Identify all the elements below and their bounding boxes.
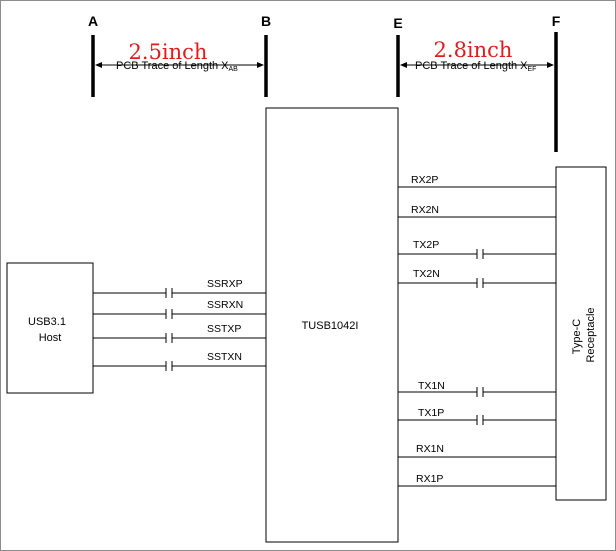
signal-label-rx2n: RX2N bbox=[411, 204, 439, 216]
trace-ab-caption: PCB Trace of Length XAB bbox=[116, 60, 238, 73]
signal-label-rx1p: RX1P bbox=[416, 473, 443, 485]
connector-signal-tx2n: TX2N bbox=[398, 268, 556, 288]
signal-label-sstxn: SSTXN bbox=[207, 351, 242, 363]
redriver-label: TUSB1042I bbox=[302, 320, 359, 332]
connector-signal-tx1n: TX1N bbox=[398, 380, 556, 397]
signal-label-rx2p: RX2P bbox=[411, 174, 438, 186]
host-signal-sstxp: SSTXP bbox=[93, 323, 266, 343]
trace-ef-caption: PCB Trace of Length XEF bbox=[415, 60, 536, 73]
usb-host-label-line2: Host bbox=[39, 332, 62, 344]
type-c-receptacle-label-line1: Type-C bbox=[571, 319, 583, 355]
trace-ef-dimension bbox=[400, 62, 554, 68]
signal-label-ssrxn: SSRXN bbox=[207, 299, 243, 311]
usb-host-label-line1: USB3.1 bbox=[28, 316, 66, 328]
length-ef-label: 2.8inch bbox=[434, 38, 513, 62]
connector-signal-rx1n: RX1N bbox=[398, 443, 556, 458]
point-f-label: F bbox=[552, 13, 561, 29]
connector-signal-rx2p: RX2P bbox=[398, 174, 556, 188]
redriver-block bbox=[265, 107, 399, 543]
point-a-label: A bbox=[88, 13, 98, 29]
usb-host-block bbox=[6, 262, 94, 394]
host-signal-sstxn: SSTXN bbox=[93, 351, 266, 371]
connector-signal-tx2p: TX2P bbox=[398, 239, 556, 259]
connector-signal-rx1p: RX1P bbox=[398, 473, 556, 487]
signal-label-tx1n: TX1N bbox=[418, 380, 445, 392]
trace-ab-dimension bbox=[95, 62, 264, 68]
host-signal-ssrxp: SSRXP bbox=[93, 278, 266, 298]
signal-label-sstxp: SSTXP bbox=[207, 323, 241, 335]
host-signal-ssrxn: SSRXN bbox=[93, 299, 266, 319]
point-b-label: B bbox=[261, 13, 271, 29]
signal-label-rx1n: RX1N bbox=[416, 443, 444, 455]
connector-signal-rx2n: RX2N bbox=[398, 204, 556, 218]
signal-label-tx2p: TX2P bbox=[413, 239, 439, 251]
connector-signal-tx1p: TX1P bbox=[398, 407, 556, 425]
type-c-receptacle-label: Type-C Receptacle bbox=[571, 307, 597, 362]
length-ab-label: 2.5inch bbox=[129, 40, 208, 64]
type-c-receptacle-label-line2: Receptacle bbox=[585, 307, 597, 362]
point-e-label: E bbox=[393, 15, 402, 31]
signal-label-tx1p: TX1P bbox=[418, 407, 444, 419]
type-c-receptacle-block bbox=[555, 166, 607, 501]
signal-label-tx2n: TX2N bbox=[413, 268, 440, 280]
signal-label-ssrxp: SSRXP bbox=[207, 278, 243, 290]
